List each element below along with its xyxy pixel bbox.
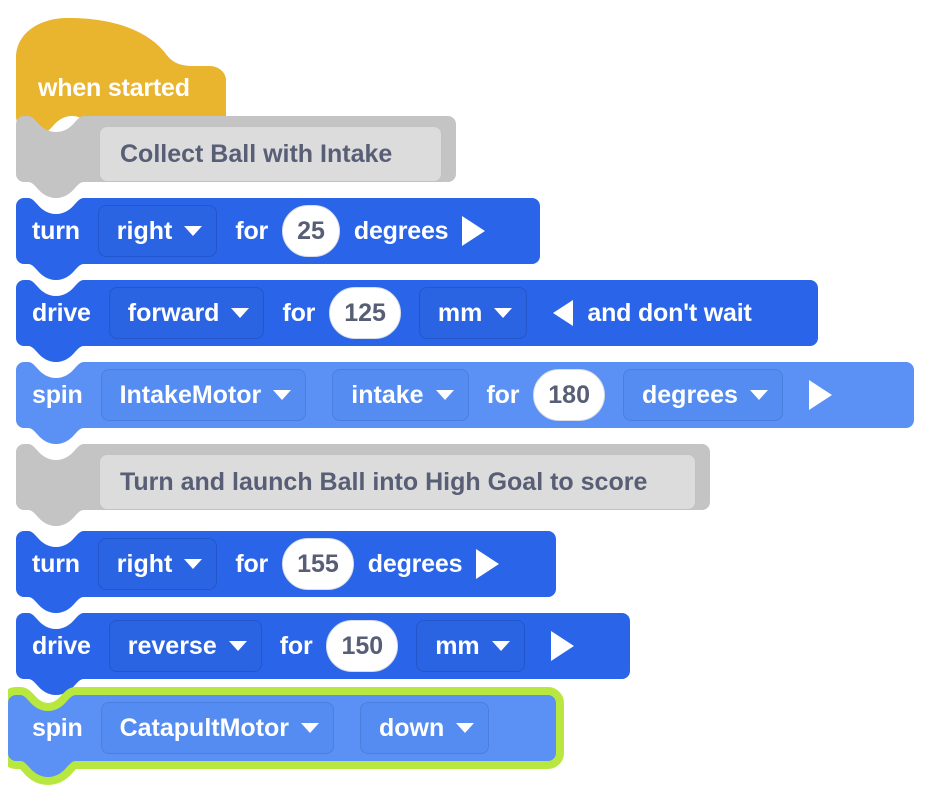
block-when-started[interactable]: when started <box>16 16 226 132</box>
turn-degrees-value: 155 <box>297 549 339 578</box>
turn-direction-dropdown[interactable]: right <box>97 538 218 590</box>
drive-direction-dropdown[interactable]: reverse <box>108 620 262 672</box>
block-turn-right-155[interactable]: turn right for 155 degrees <box>16 531 556 613</box>
drive-direction-value: forward <box>127 298 220 327</box>
play-triangle-right-icon[interactable] <box>808 380 832 410</box>
turn-verb-label: turn <box>32 216 80 245</box>
drive-unit-dropdown[interactable]: mm <box>416 620 525 672</box>
spin-unit-dropdown[interactable]: degrees <box>623 369 783 421</box>
drive-direction-dropdown[interactable]: forward <box>108 287 265 339</box>
turn-for-label: for <box>235 216 269 245</box>
drive-for-label: for <box>279 631 313 660</box>
play-triangle-right-icon[interactable] <box>550 631 574 661</box>
spin-direction-value: intake <box>351 380 424 409</box>
spin-amount-value: 180 <box>548 380 590 409</box>
turn-direction-value: right <box>116 216 173 245</box>
chevron-down-icon <box>231 308 250 318</box>
spin-motor-dropdown[interactable]: IntakeMotor <box>100 369 307 421</box>
chevron-down-icon <box>184 559 203 569</box>
drive-distance-input[interactable]: 150 <box>326 620 399 672</box>
drive-distance-value: 150 <box>341 631 384 660</box>
chevron-down-icon <box>435 390 454 400</box>
drive-unit-value: mm <box>437 298 483 327</box>
comment-text: Turn and launch Ball into High Goal to s… <box>120 467 648 496</box>
spin-direction-dropdown[interactable]: down <box>360 702 490 754</box>
spin-motor-value: IntakeMotor <box>119 380 262 409</box>
chevron-down-icon <box>749 390 768 400</box>
block-comment-turn-and-launch[interactable]: Turn and launch Ball into High Goal to s… <box>16 444 710 526</box>
block-comment-collect-ball[interactable]: Collect Ball with Intake <box>16 116 456 198</box>
spin-motor-dropdown[interactable]: CatapultMotor <box>100 702 335 754</box>
when-started-shape <box>16 18 226 132</box>
drive-unit-value: mm <box>435 631 480 660</box>
turn-verb-label: turn <box>32 549 80 578</box>
turn-degrees-input[interactable]: 155 <box>282 538 354 590</box>
turn-direction-value: right <box>116 549 173 578</box>
block-drive-forward-125[interactable]: drive forward for 125 mm and don't wait <box>16 280 818 362</box>
chevron-down-icon <box>273 390 292 400</box>
spin-unit-value: degrees <box>642 380 738 409</box>
collapse-triangle-left-icon[interactable] <box>553 300 574 326</box>
chevron-down-icon <box>494 308 513 318</box>
drive-verb-label: drive <box>32 631 91 660</box>
spin-for-label: for <box>486 380 520 409</box>
play-triangle-right-icon[interactable] <box>476 549 500 579</box>
spin-verb-label: spin <box>32 380 83 409</box>
chevron-down-icon <box>456 723 475 733</box>
chevron-down-icon <box>491 641 510 651</box>
drive-wait-label: and don't wait <box>587 298 752 327</box>
comment-text: Collect Ball with Intake <box>120 139 393 168</box>
turn-direction-dropdown[interactable]: right <box>97 205 218 257</box>
turn-unit-label: degrees <box>353 216 449 245</box>
turn-degrees-input[interactable]: 25 <box>282 205 340 257</box>
drive-distance-value: 125 <box>344 298 386 327</box>
turn-unit-label: degrees <box>367 549 463 578</box>
block-drive-reverse-150[interactable]: drive reverse for 150 mm <box>16 613 630 695</box>
block-turn-right-25[interactable]: turn right for 25 degrees <box>16 198 540 280</box>
chevron-down-icon <box>301 723 320 733</box>
spin-motor-value: CatapultMotor <box>119 713 290 742</box>
comment-text-field[interactable]: Turn and launch Ball into High Goal to s… <box>99 454 696 510</box>
spin-amount-input[interactable]: 180 <box>533 369 605 421</box>
spin-verb-label: spin <box>32 713 83 742</box>
spin-direction-dropdown[interactable]: intake <box>332 369 469 421</box>
drive-for-label: for <box>282 298 316 327</box>
comment-text-field[interactable]: Collect Ball with Intake <box>99 126 442 182</box>
drive-verb-label: drive <box>32 298 91 327</box>
turn-degrees-value: 25 <box>297 216 325 245</box>
when-started-label: when started <box>38 74 190 102</box>
chevron-down-icon <box>228 641 247 651</box>
block-spin-catapultmotor[interactable]: spin CatapultMotor down <box>8 687 564 797</box>
drive-direction-value: reverse <box>127 631 217 660</box>
turn-for-label: for <box>235 549 269 578</box>
chevron-down-icon <box>184 226 203 236</box>
spin-direction-value: down <box>379 713 445 742</box>
block-spin-intakemotor[interactable]: spin IntakeMotor intake for 180 degrees <box>16 362 914 444</box>
drive-unit-dropdown[interactable]: mm <box>418 287 528 339</box>
play-triangle-right-icon[interactable] <box>462 216 486 246</box>
drive-distance-input[interactable]: 125 <box>329 287 401 339</box>
